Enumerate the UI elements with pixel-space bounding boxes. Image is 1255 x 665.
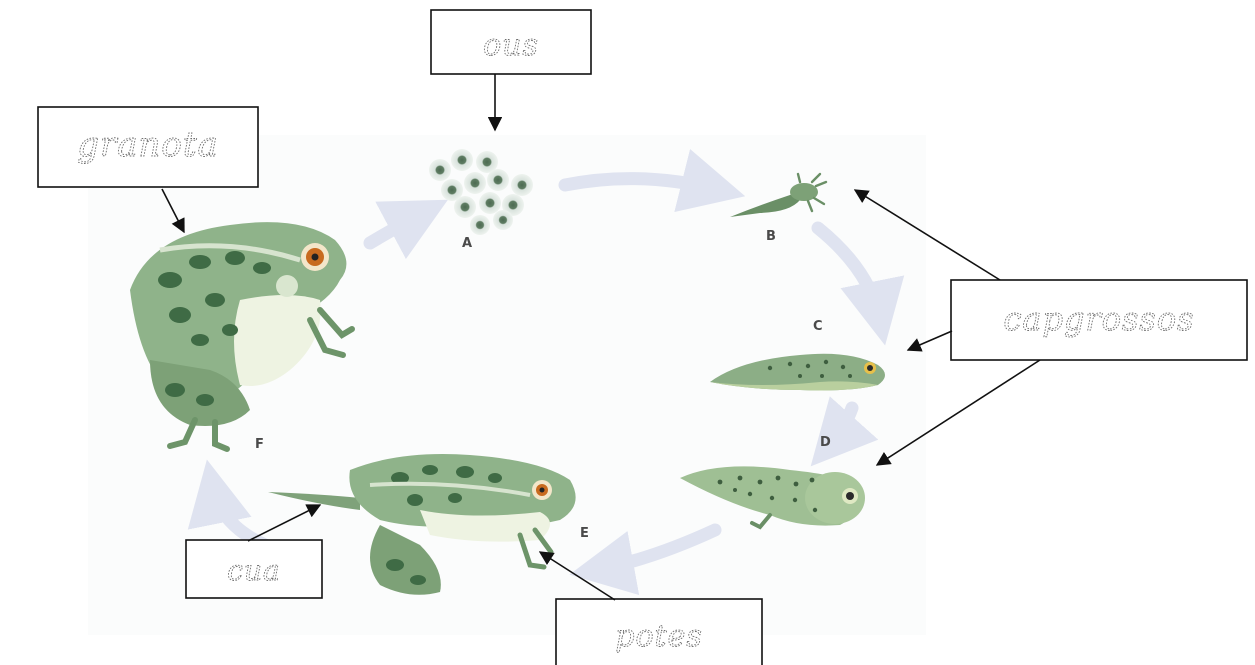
label-cua-text: cua xyxy=(227,554,280,587)
stage-letter-a: A xyxy=(462,236,472,251)
stage-letter-f: F xyxy=(255,437,264,452)
label-capgrossos-text: capgrossos xyxy=(1003,300,1194,338)
label-capgrossos: capgrossos xyxy=(951,280,1247,360)
label-potes-text: potes xyxy=(615,619,702,654)
stage-letter-c: C xyxy=(813,319,823,334)
label-potes: potes xyxy=(556,599,762,665)
stage-letter-e: E xyxy=(580,526,589,541)
label-granota-text: granota xyxy=(77,125,219,165)
label-ous-text: ous xyxy=(483,28,539,63)
stage-letter-d: D xyxy=(820,435,831,450)
stage-letter-b: B xyxy=(766,229,776,244)
label-granota: granota xyxy=(38,107,258,187)
label-ous: ous xyxy=(431,10,591,74)
label-cua: cua xyxy=(186,540,322,598)
